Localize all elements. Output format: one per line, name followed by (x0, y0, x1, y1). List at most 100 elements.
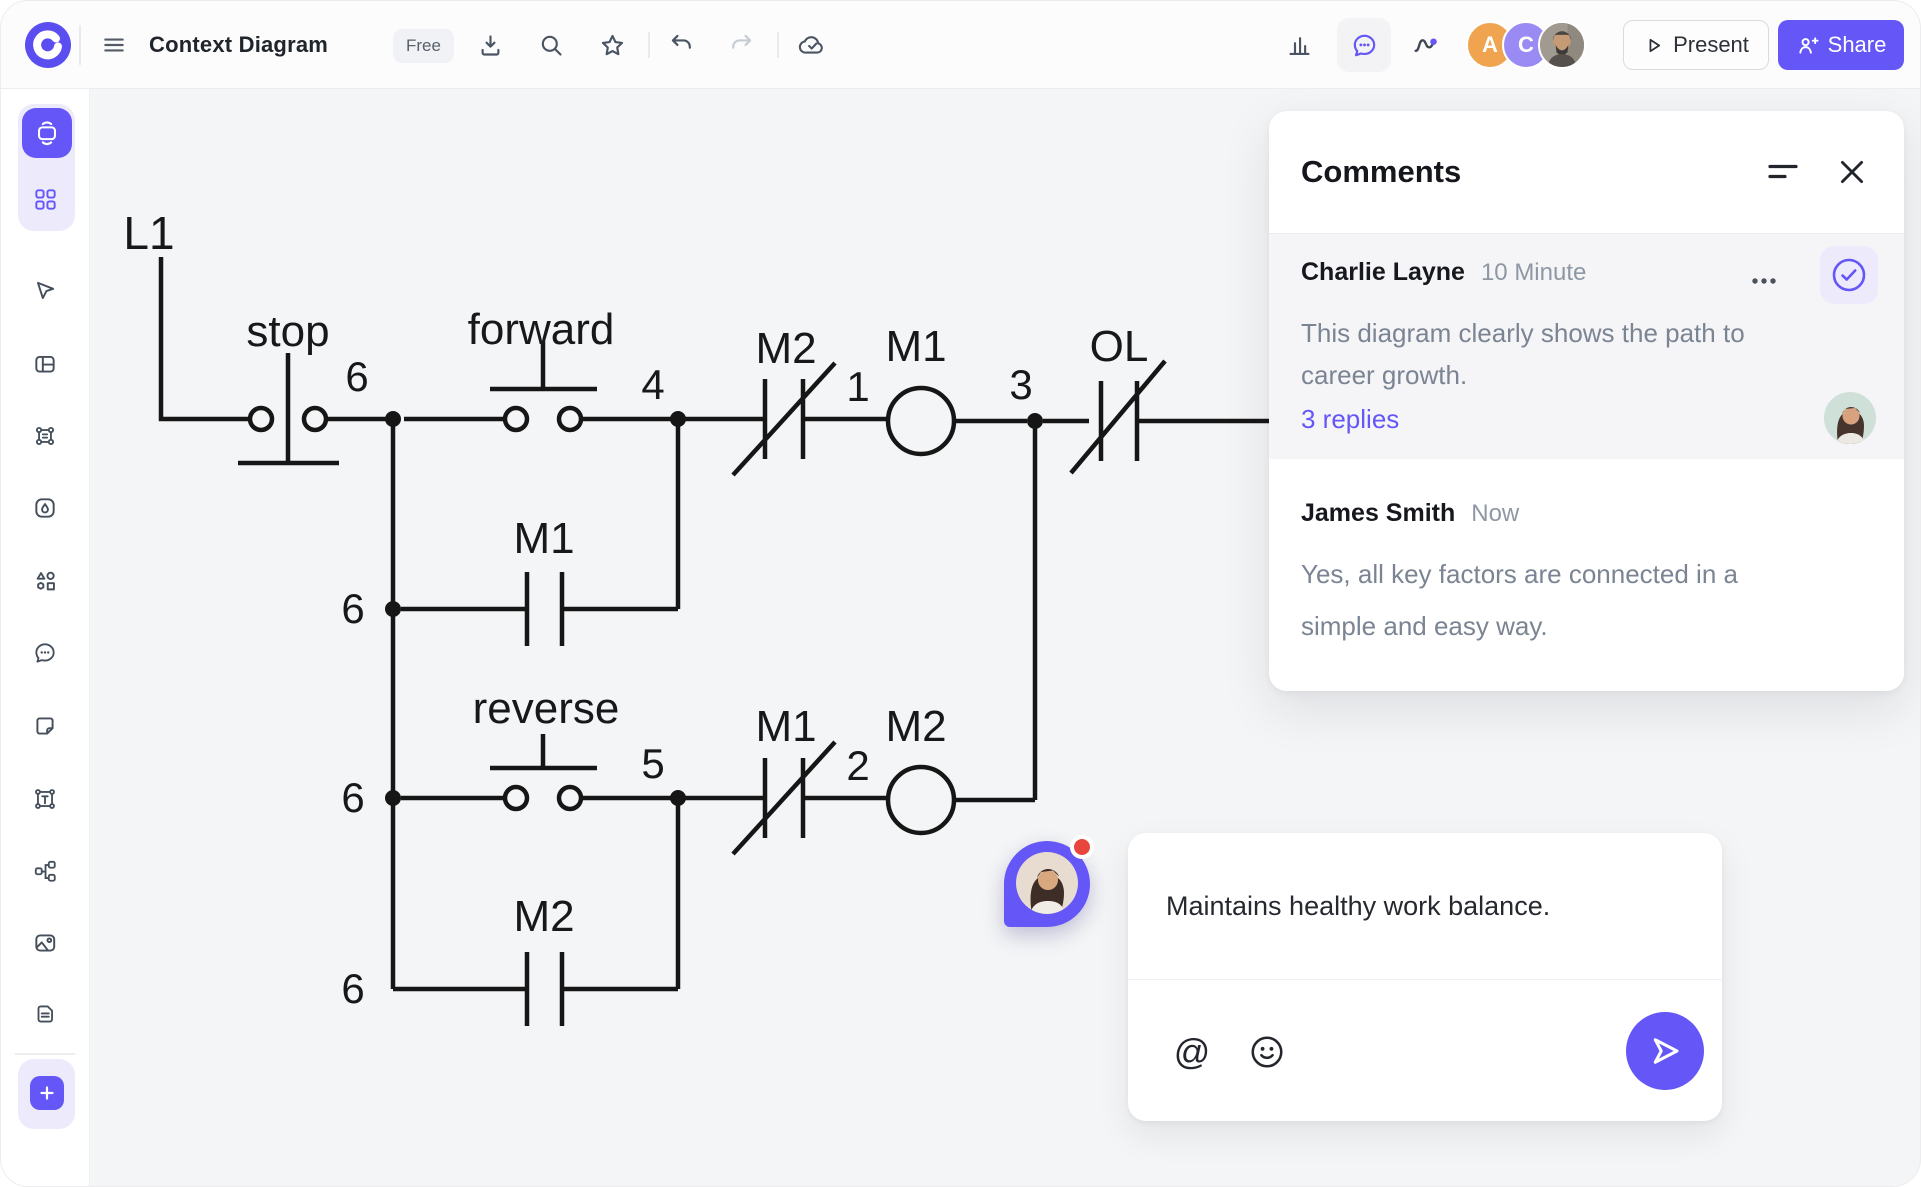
comment-body-line: career growth. (1301, 360, 1468, 390)
squiggle-pointer-icon (1414, 38, 1437, 52)
redo-icon (731, 34, 751, 49)
plus-icon (40, 1086, 54, 1100)
document-title[interactable]: Context Diagram (149, 32, 329, 57)
check-circle-icon (1832, 258, 1866, 292)
replies-link[interactable]: 3 replies (1301, 404, 1400, 434)
diagram-label-m2-hold: M2 (513, 892, 574, 941)
favorite-button[interactable] (591, 24, 633, 66)
at-icon: @ (1173, 1031, 1211, 1072)
grid-shapes-icon (34, 188, 56, 210)
tool-select[interactable] (23, 269, 67, 313)
logo-icon (25, 22, 71, 68)
left-toolbar (1, 89, 90, 1186)
diagram-label-m1-hold: M1 (513, 514, 574, 563)
undo-button[interactable] (661, 24, 703, 66)
comment-marker[interactable] (1004, 835, 1094, 927)
diagram-label-ol: OL (1090, 322, 1149, 371)
tool-frames-active[interactable] (22, 108, 72, 158)
laser-pointer-button[interactable] (1404, 24, 1446, 66)
contact-m2-no (524, 952, 565, 1026)
stop-terminal-right (301, 405, 329, 433)
tool-comment[interactable] (23, 631, 67, 675)
comments-toggle-button[interactable] (1337, 18, 1391, 72)
comment-message-text[interactable]: Maintains healthy work balance. (1166, 890, 1551, 921)
comments-title: Comments (1301, 154, 1462, 189)
tool-shape-library[interactable] (23, 177, 67, 221)
diagram-label-reverse: reverse (473, 684, 620, 733)
woman-avatar-image (1016, 852, 1078, 914)
present-label: Present (1673, 32, 1749, 57)
image-icon (35, 934, 56, 952)
ladder-diagram[interactable] (158, 257, 1281, 1026)
author-name: James Smith (1301, 499, 1456, 527)
smiley-icon (1251, 1036, 1283, 1068)
sticky-note-icon (36, 717, 54, 735)
forward-terminal-left (502, 405, 530, 433)
tool-layout[interactable] (23, 342, 67, 386)
tool-connector[interactable] (23, 849, 67, 893)
search-icon (541, 35, 562, 56)
topbar: Context Diagram Free (1, 1, 1920, 89)
download-button[interactable] (469, 24, 511, 66)
commenter-avatar (1016, 852, 1078, 914)
resolve-comment-button[interactable] (1820, 246, 1878, 304)
comment-time: 10 Minute (1480, 259, 1587, 286)
contact-m1-no (524, 572, 565, 646)
present-button[interactable]: Present (1623, 20, 1769, 70)
reply-avatar[interactable] (1824, 392, 1876, 444)
tool-frame-select[interactable] (23, 414, 67, 458)
comment-bubble-icon (1353, 34, 1375, 56)
app-logo[interactable] (25, 22, 71, 68)
filter-comments-button[interactable] (1768, 164, 1798, 180)
tool-text[interactable] (23, 777, 67, 821)
comment-input-card: Maintains healthy work balance. @ (1128, 833, 1722, 1121)
diagram-label-n6b: 6 (341, 585, 364, 632)
diagram-label-n6c: 6 (341, 774, 364, 821)
diagram-label-l1: L1 (123, 207, 174, 259)
contact-ol-nc (1069, 359, 1167, 475)
main-menu-button[interactable] (93, 24, 135, 66)
document-icon (37, 1005, 53, 1023)
comment-body-line: Yes, all key factors are connected in a (1301, 559, 1738, 589)
share-person-icon (1798, 36, 1819, 54)
tool-color-fill[interactable] (23, 486, 67, 530)
tool-document[interactable] (23, 992, 67, 1036)
forward-terminal-right (556, 405, 584, 433)
redo-button[interactable] (719, 24, 761, 66)
search-button[interactable] (530, 24, 572, 66)
insights-button[interactable] (1278, 24, 1320, 66)
play-icon (1649, 38, 1661, 52)
send-comment-button[interactable] (1626, 1012, 1704, 1090)
diagram-label-m1-coil: M1 (885, 322, 946, 371)
comment-more-button[interactable] (1742, 264, 1786, 298)
chat-bubble-icon (35, 643, 55, 663)
comment-input-row: @ (1128, 979, 1722, 1121)
cloud-sync-button[interactable] (791, 24, 833, 66)
diagram-label-n4: 4 (641, 361, 664, 408)
woman-avatar-image (1824, 392, 1876, 444)
close-icon (1840, 160, 1864, 184)
tool-shapes[interactable] (23, 559, 67, 603)
send-plane-icon (1653, 1038, 1679, 1064)
avatar-photo[interactable] (1538, 21, 1586, 69)
mention-button[interactable]: @ (1170, 1030, 1214, 1074)
sidebar-divider (15, 1053, 75, 1055)
ellipsis-icon (1752, 278, 1776, 284)
emoji-button[interactable] (1245, 1030, 1289, 1074)
close-comments-button[interactable] (1840, 160, 1864, 184)
forward-actuator (490, 341, 597, 392)
filter-icon (1768, 164, 1798, 179)
hamburger-icon (104, 38, 124, 52)
add-more-tools-button[interactable] (30, 1076, 64, 1110)
share-label: Share (1827, 32, 1887, 57)
diagram-label-stop: stop (246, 307, 329, 356)
share-button[interactable]: Share (1778, 20, 1904, 70)
tool-sticky-note[interactable] (23, 704, 67, 748)
tool-image[interactable] (23, 921, 67, 965)
stop-terminal-left (247, 405, 275, 433)
